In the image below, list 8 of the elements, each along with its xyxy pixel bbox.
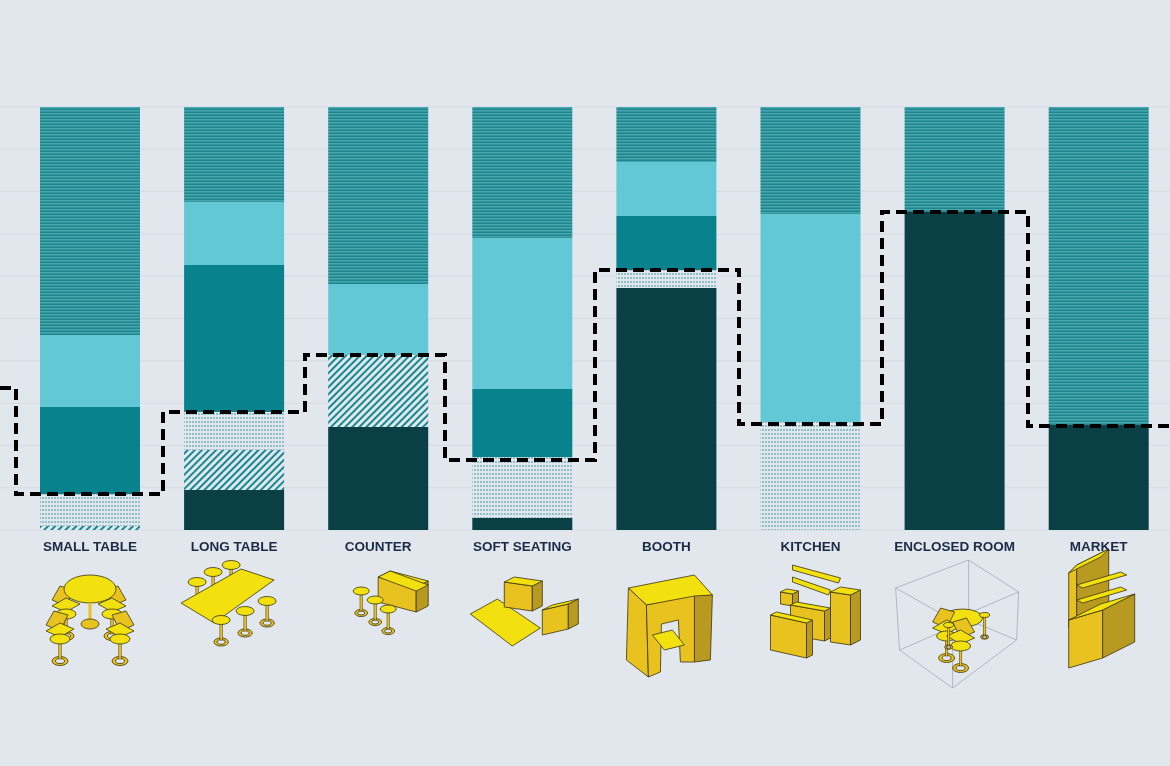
category-label: SMALL TABLE <box>42 539 138 554</box>
category-label: LONG TABLE <box>189 539 279 554</box>
category-label: ENCLOSED ROOM <box>893 539 1016 554</box>
category-label: COUNTER <box>343 539 413 554</box>
category-label: MARKET <box>1068 539 1129 554</box>
category-label: BOOTH <box>641 539 692 554</box>
category-label: KITCHEN <box>779 539 842 554</box>
category-label: SOFT SEATING <box>471 539 573 554</box>
